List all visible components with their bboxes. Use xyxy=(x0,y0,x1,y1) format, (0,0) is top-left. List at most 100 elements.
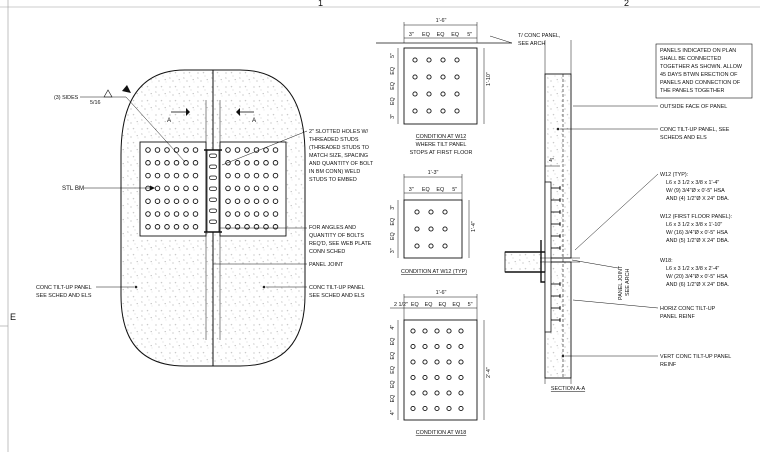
dim-label: 5" xyxy=(390,53,396,58)
plate-hole xyxy=(428,243,434,249)
plate-hole xyxy=(440,57,446,63)
stud-hole xyxy=(272,224,279,230)
stud-hole xyxy=(145,160,151,166)
plate-hole xyxy=(414,243,420,249)
stud-hole xyxy=(183,185,189,192)
plate-hole xyxy=(426,108,432,114)
stud-hole xyxy=(244,198,250,204)
dim-label: EQ xyxy=(422,32,430,38)
slot-hole xyxy=(209,186,217,191)
stud-hole xyxy=(192,172,199,179)
plate-hole xyxy=(422,405,428,412)
plate-hole xyxy=(434,359,440,365)
slot-hole xyxy=(209,197,217,202)
plate-hole xyxy=(410,359,416,365)
note-connect-box xyxy=(655,43,753,99)
stud-hole xyxy=(145,172,151,179)
dim-label: EQ xyxy=(437,32,445,38)
stud-hole xyxy=(192,147,199,153)
plate-hole xyxy=(446,343,452,350)
detail3-height-dim: 2'-4" xyxy=(486,367,492,378)
plate-hole xyxy=(454,57,460,63)
detail3-width-dim: 1'-6" xyxy=(436,290,447,296)
section-beam-stub xyxy=(504,251,546,273)
stud-hole xyxy=(154,198,161,204)
stud-hole xyxy=(272,211,279,217)
note-w12-typ: W12 (TYP):L6 x 3 1/2 x 3/8 x 1'-4"W/ (9)… xyxy=(660,172,729,202)
stud-hole xyxy=(164,211,170,217)
note-outside-face: OUTSIDE FACE OF PANEL xyxy=(660,104,727,110)
plate-hole xyxy=(412,108,418,114)
stud-hole xyxy=(164,224,170,230)
stud-hole xyxy=(225,211,231,217)
dim-label: EQ xyxy=(422,187,430,193)
dim-label: 2 1/2" xyxy=(394,302,408,308)
stud-hole xyxy=(272,147,279,153)
dim-label: EQ xyxy=(390,97,396,105)
stud-hole xyxy=(154,172,161,179)
section-studs xyxy=(551,186,561,322)
section-embed-plate xyxy=(544,181,552,333)
detail2-width-dim: 1'-3" xyxy=(428,170,439,176)
slot-hole xyxy=(209,219,217,224)
dim-label: EQ xyxy=(390,352,396,360)
stud-hole xyxy=(225,147,231,153)
section-title: SECTION A-A xyxy=(551,386,586,392)
plate-hole xyxy=(454,74,460,80)
stud-hole xyxy=(253,172,260,179)
plate-hole xyxy=(410,405,416,412)
slot-hole xyxy=(209,208,217,213)
stud-hole xyxy=(234,185,241,192)
stud-hole xyxy=(145,224,151,230)
stud-hole xyxy=(253,147,260,153)
stud-hole xyxy=(234,224,241,230)
dim-label: 4" xyxy=(390,325,396,330)
svg-text:2" SLOTTED HOLES W/THREADED ST: 2" SLOTTED HOLES W/THREADED STUDS(THREAD… xyxy=(309,129,374,183)
plate-hole xyxy=(442,209,448,215)
plate-hole xyxy=(458,359,464,365)
slot-hole xyxy=(209,175,217,180)
stud-hole xyxy=(272,172,279,179)
stud-hole xyxy=(164,185,170,192)
detail3-title: CONDITION AT W18 xyxy=(416,430,466,436)
stud-hole xyxy=(263,198,269,204)
stud-hole xyxy=(145,185,151,192)
detail2-height-dim: 1'-4" xyxy=(471,221,477,232)
stud-hole xyxy=(173,198,180,204)
dim-label: EQ xyxy=(390,395,396,403)
stud-hole xyxy=(263,147,269,153)
stud-hole xyxy=(234,172,241,179)
detail1-height-dim: 1'-10" xyxy=(486,72,492,86)
note-panel-joint: PANEL JOINTSEE ARCH xyxy=(618,265,631,300)
plate-hole xyxy=(414,226,420,232)
dim-label: 3" xyxy=(390,248,396,253)
plate-studs xyxy=(145,147,279,230)
stud-hole xyxy=(164,160,170,166)
plate-hole xyxy=(422,343,428,350)
stud-hole xyxy=(234,160,241,166)
plate-hole xyxy=(426,91,432,97)
stud-hole xyxy=(164,147,170,153)
plate-hole xyxy=(434,328,440,334)
plate-hole xyxy=(446,359,452,365)
dim-label: 3" xyxy=(409,32,414,38)
stud-hole xyxy=(234,147,241,153)
dim-label: EQ xyxy=(390,218,396,226)
plate-hole xyxy=(434,374,440,381)
plate-hole xyxy=(442,226,448,232)
weld-size-label: 5/16 xyxy=(90,100,101,106)
dim-label: EQ xyxy=(439,302,447,308)
stud-hole xyxy=(244,211,250,217)
detail3-plate xyxy=(403,319,478,421)
stud-hole xyxy=(234,211,241,217)
stud-hole xyxy=(263,224,269,230)
dim-label: EQ xyxy=(411,302,419,308)
plate-hole xyxy=(410,328,416,334)
